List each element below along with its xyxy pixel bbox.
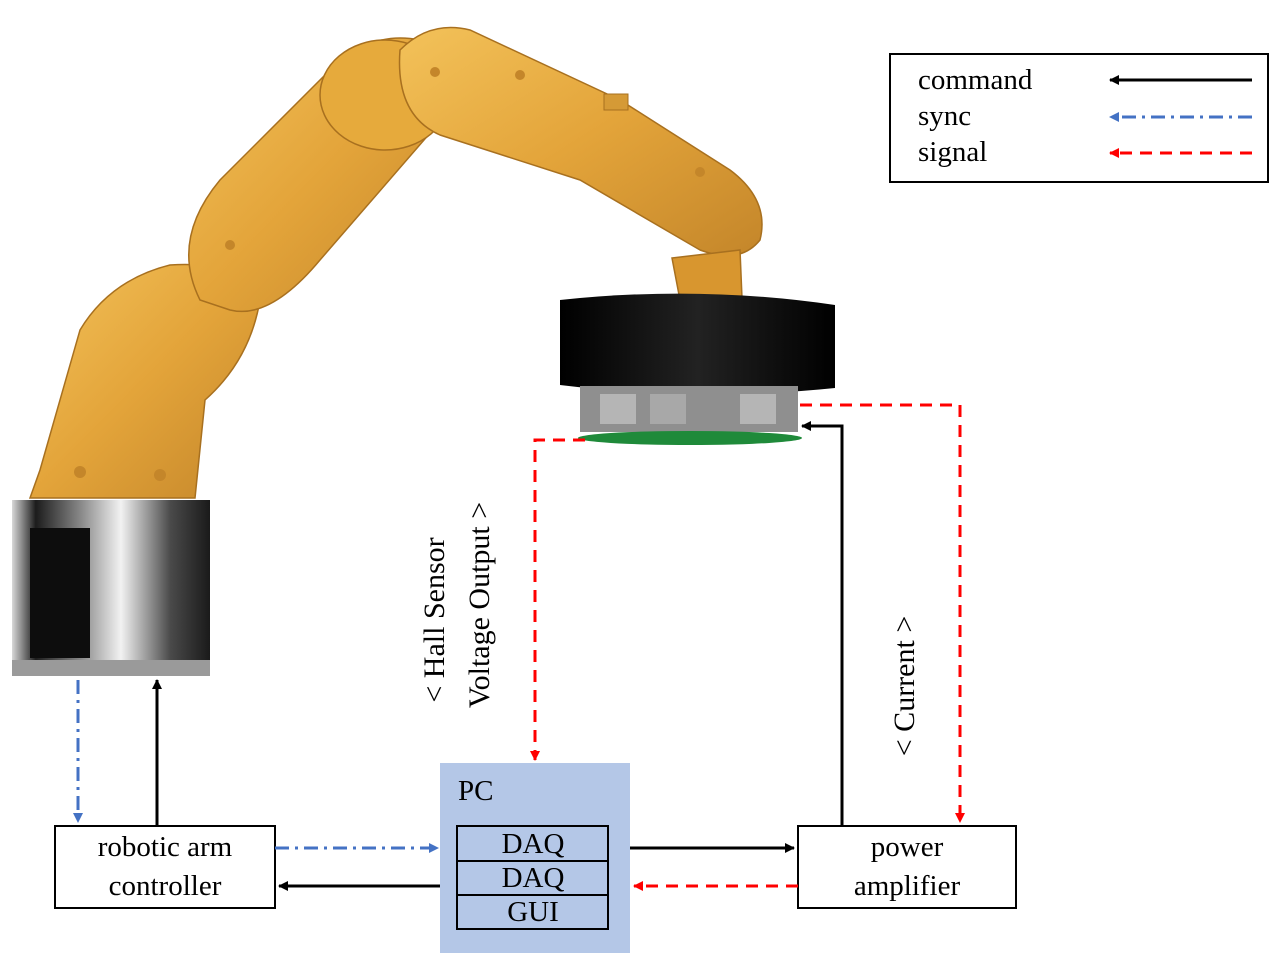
- pc-row-daq-1-label: DAQ: [502, 828, 565, 860]
- robotic-arm-illustration: [12, 26, 763, 676]
- robot-base-foot: [12, 660, 210, 676]
- end-effector-actuator: [560, 293, 835, 445]
- pc-row-gui: [456, 894, 609, 930]
- pc-row-gui-label: GUI: [507, 896, 559, 928]
- pc-box: [440, 763, 630, 953]
- legend: command sync signal: [889, 53, 1269, 183]
- robot-forearm: [398, 26, 763, 257]
- hall-label-line1: < Hall Sensor: [418, 537, 451, 702]
- signal-hall-sensor-to-pc: [530, 438, 585, 761]
- pc-title: PC: [458, 775, 493, 807]
- amplifier-label-line1: power: [871, 831, 944, 863]
- robot-bolt: [515, 70, 525, 80]
- legend-label-sync: sync: [918, 100, 971, 132]
- hall-sensor-label: < Hall Sensor Voltage Output >: [418, 502, 496, 708]
- actuator-coil: [600, 394, 636, 424]
- actuator-housing: [560, 293, 835, 395]
- signal-actuator-to-amplifier: [800, 403, 965, 823]
- command-amplifier-to-actuator: [801, 421, 844, 826]
- robot-bolt: [430, 67, 440, 77]
- robot-bolt: [154, 469, 166, 481]
- robot-bolt: [225, 240, 235, 250]
- controller-block: robotic arm controller: [54, 825, 276, 909]
- robot-forearm-port: [603, 93, 629, 111]
- pc-block: PC DAQ DAQ GUI: [440, 763, 630, 953]
- robot-bolt: [695, 167, 705, 177]
- actuator-pcb: [578, 431, 802, 445]
- hall-label-line2: Voltage Output >: [463, 502, 496, 708]
- actuator-coil: [740, 394, 776, 424]
- controller-label-line1: robotic arm: [98, 831, 233, 863]
- pc-row-daq-2-label: DAQ: [502, 862, 565, 894]
- connectors: [73, 403, 965, 891]
- actuator-coil: [650, 394, 686, 424]
- robot-bolt: [74, 466, 86, 478]
- legend-box: [889, 53, 1269, 183]
- amplifier-label-line2: amplifier: [854, 870, 961, 902]
- controller-label-line2: controller: [109, 870, 222, 902]
- robot-base-window: [30, 528, 90, 658]
- controller-box: [54, 825, 276, 909]
- amplifier-box: [797, 825, 1017, 909]
- robot-wrist: [671, 249, 743, 301]
- legend-label-signal: signal: [918, 136, 987, 168]
- amplifier-block: power amplifier: [797, 825, 1017, 909]
- legend-label-command: command: [918, 64, 1033, 96]
- current-label: < Current >: [888, 616, 921, 756]
